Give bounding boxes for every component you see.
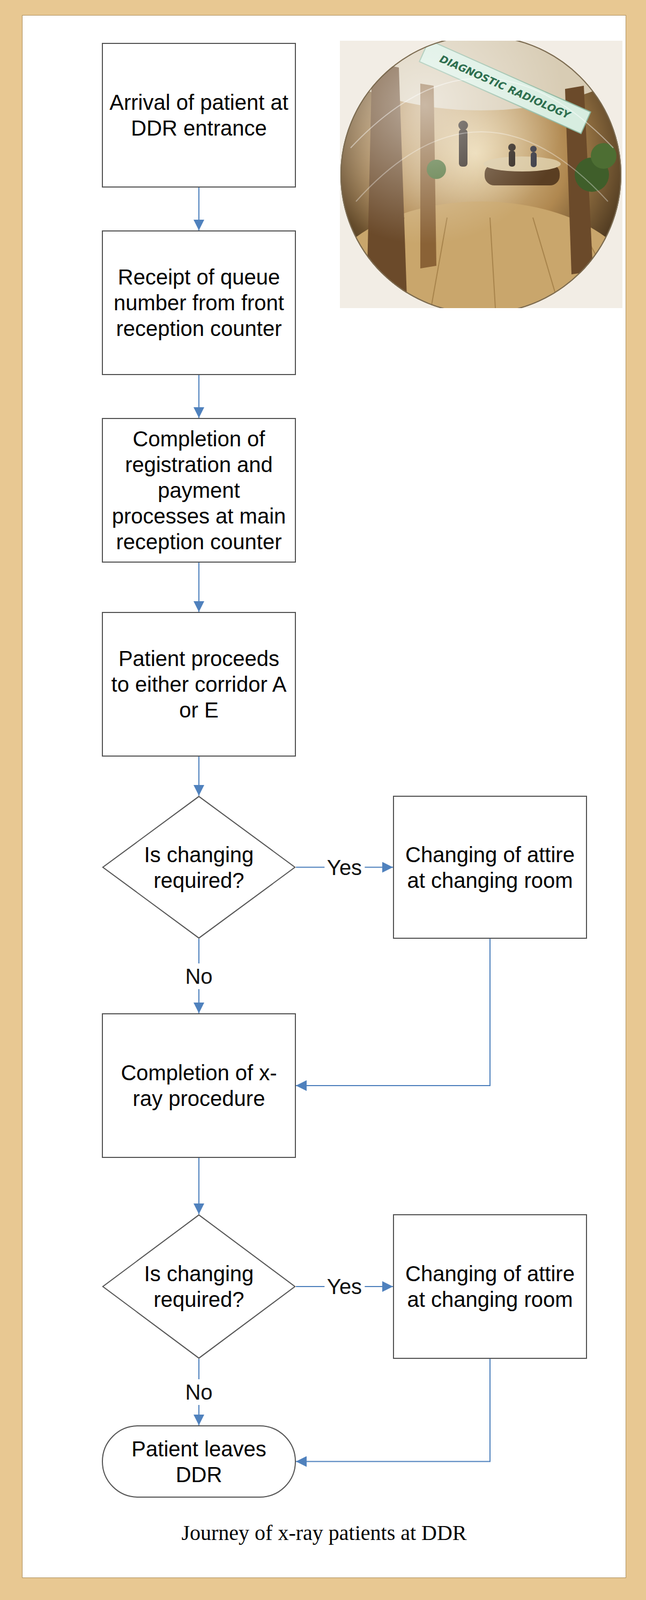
text-wrap: Patient leaves DDR	[102, 1436, 295, 1489]
process-box: Completion of registration and payment p…	[101, 418, 296, 563]
text-wrap: Arrival of patient at DDR entrance	[102, 89, 295, 141]
text-wrap: Changing of attire at changing room	[394, 1261, 586, 1313]
diamond-outline	[101, 796, 296, 940]
diamond-outline	[101, 1214, 296, 1360]
text-wrap: Completion of x-ray procedure	[102, 1060, 295, 1112]
decision-diamond: Is changing required?	[101, 1214, 296, 1360]
process-box: Patient proceeds to either corridor A or…	[101, 612, 296, 757]
sphere-rim	[340, 40, 621, 309]
caption: Journey of x-ray patients at DDR	[22, 1520, 626, 1547]
connector	[198, 375, 200, 419]
node-text: Arrival of patient at DDR entrance	[108, 89, 290, 141]
connector	[198, 939, 200, 1014]
terminal-box: Patient leaves DDR	[101, 1426, 296, 1499]
process-box: Changing of attire at changing room	[392, 1214, 588, 1360]
connector	[295, 867, 393, 869]
photo-illustration	[339, 40, 623, 309]
node-text: Patient leaves DDR	[124, 1436, 274, 1489]
connector	[295, 1286, 393, 1288]
page-panel: Arrival of patient at DDR entranceReceip…	[22, 15, 626, 1579]
node-text: Completion of registration and payment p…	[108, 426, 290, 555]
edge-label: Yes	[324, 855, 365, 881]
node-text: Changing of attire at changing room	[399, 1261, 581, 1313]
node-text: Changing of attire at changing room	[399, 842, 581, 894]
decision-diamond: Is changing required?	[101, 796, 296, 940]
node-text: Is changing required?	[138, 842, 259, 894]
text-wrap: Is changing required?	[138, 842, 259, 894]
edge-label: No	[182, 963, 215, 990]
node-layer: Arrival of patient at DDR entranceReceip…	[22, 15, 626, 1579]
process-box: Arrival of patient at DDR entrance	[101, 42, 296, 188]
connector	[198, 562, 200, 613]
text-wrap: Completion of registration and payment p…	[102, 426, 295, 555]
edge-label: Yes	[324, 1274, 365, 1301]
connector	[295, 939, 490, 1087]
sign-text: DIAGNOSTIC RADIOLOGY	[437, 52, 573, 121]
edge-label: No	[182, 1379, 215, 1406]
node-text: Completion of x-ray procedure	[108, 1060, 290, 1112]
connector	[198, 1359, 200, 1427]
process-box: Completion of x-ray procedure	[101, 1013, 296, 1159]
connector	[198, 756, 200, 797]
text-wrap: Patient proceeds to either corridor A or…	[102, 646, 295, 724]
node-text: Is changing required?	[138, 1261, 259, 1313]
connector	[198, 1158, 200, 1215]
fisheye-scene	[339, 40, 623, 309]
process-box: Receipt of queue number from front recep…	[101, 230, 296, 376]
connector	[295, 1359, 490, 1463]
process-box: Changing of attire at changing room	[392, 796, 588, 940]
connector	[198, 187, 200, 231]
text-wrap: Changing of attire at changing room	[394, 842, 586, 894]
node-text: Patient proceeds to either corridor A or…	[108, 646, 290, 724]
node-text: Receipt of queue number from front recep…	[108, 264, 290, 342]
text-wrap: Is changing required?	[138, 1261, 259, 1313]
text-wrap: Receipt of queue number from front recep…	[102, 264, 295, 342]
